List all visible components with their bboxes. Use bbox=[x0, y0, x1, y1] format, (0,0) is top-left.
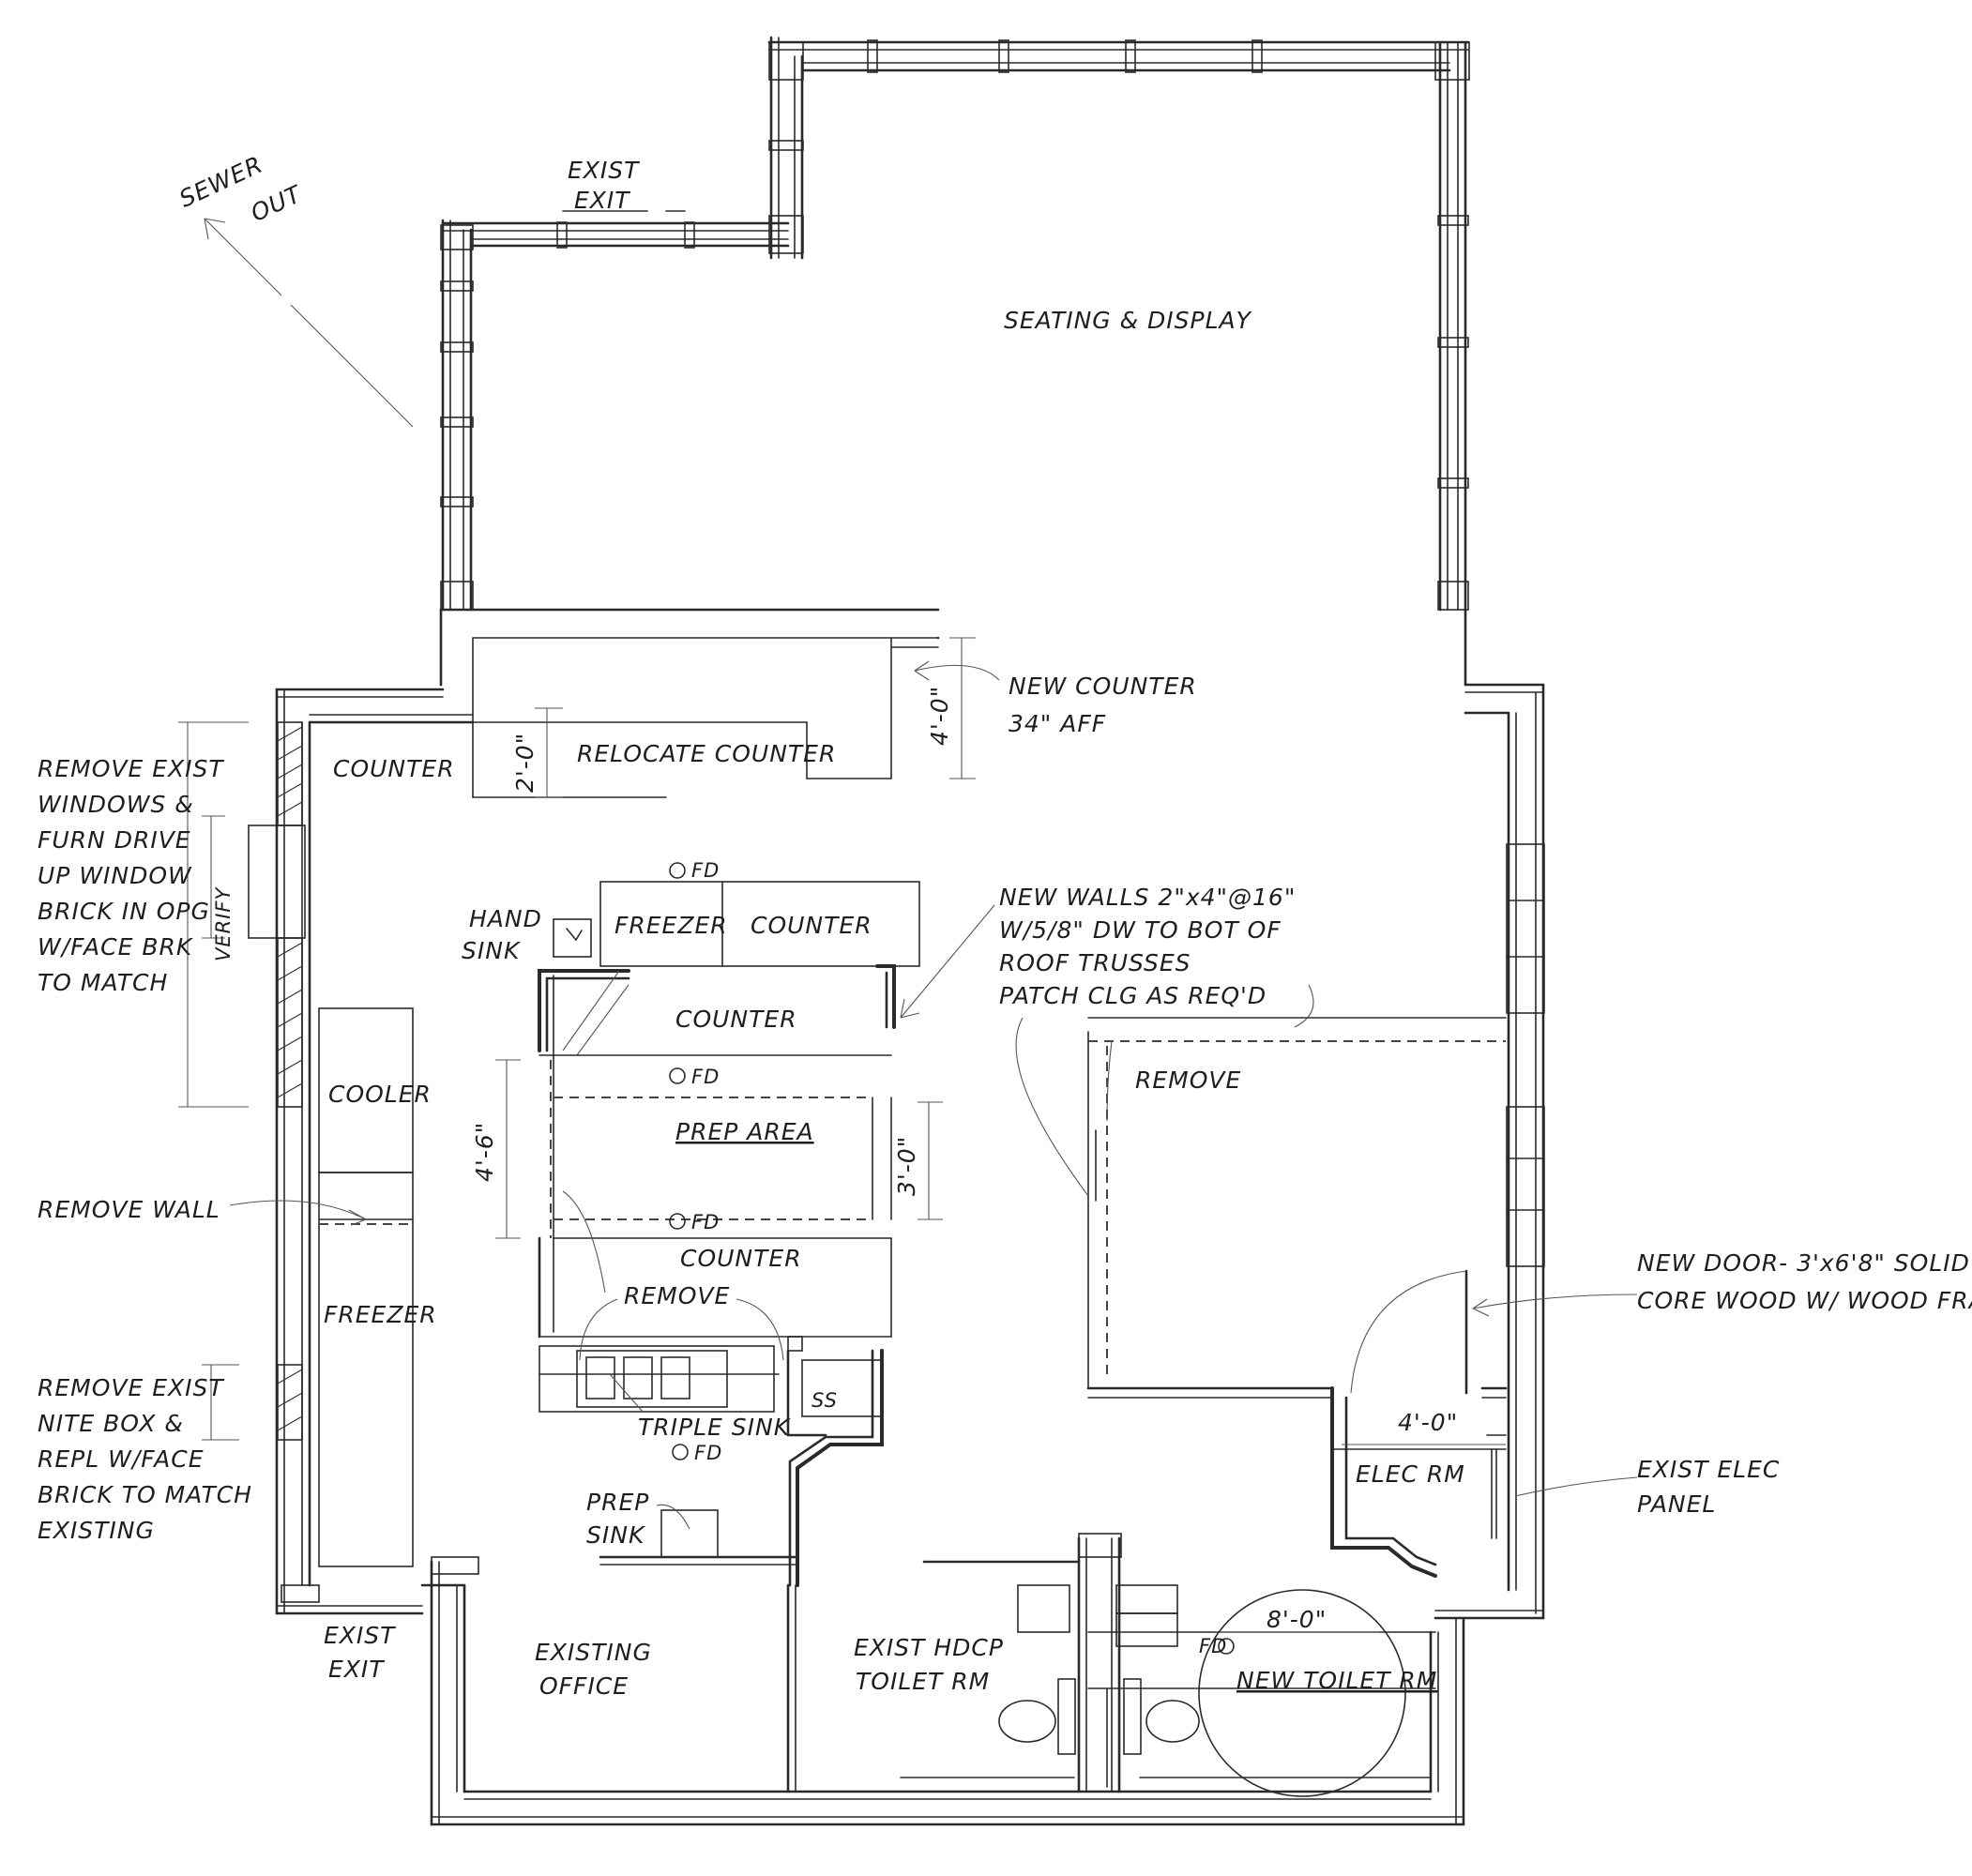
hand-sink-label-2: SINK bbox=[462, 937, 522, 964]
leader-arrows bbox=[204, 218, 1638, 1530]
counter-left-label: COUNTER bbox=[333, 755, 455, 782]
seating-counter-line bbox=[439, 608, 940, 723]
verify-label: VERIFY bbox=[212, 886, 235, 961]
triple-sink-label: TRIPLE SINK bbox=[638, 1414, 792, 1441]
seating-display-label: SEATING & DISPLAY bbox=[1004, 307, 1252, 334]
remove-nite-box-line-5: EXISTING bbox=[38, 1517, 155, 1544]
labels: SEWER OUT EXIST EXIT SEATING & DISPLAY N… bbox=[38, 151, 1972, 1700]
new-toilet-rm-label: NEW TOILET RM bbox=[1236, 1667, 1437, 1694]
floor-drain-icon bbox=[669, 1213, 686, 1230]
sewer-out-label: OUT bbox=[247, 180, 307, 227]
remove-center-label: REMOVE bbox=[624, 1282, 730, 1309]
counter-prep-bottom-label: COUNTER bbox=[680, 1245, 802, 1272]
dim-2-0: 2'-0" bbox=[511, 733, 539, 793]
dim-4-6: 4'-6" bbox=[471, 1122, 498, 1182]
new-counter-height-label: 34" AFF bbox=[1009, 710, 1106, 737]
new-walls-line-3: ROOF TRUSSES bbox=[999, 949, 1191, 976]
hdcp-toilet-label-2: TOILET RM bbox=[856, 1668, 990, 1695]
new-door-line-2: CORE WOOD W/ WOOD FRAME bbox=[1637, 1287, 1972, 1314]
remove-windows-line-1: REMOVE EXIST bbox=[38, 755, 224, 782]
remove-windows-line-5: BRICK IN OPG bbox=[38, 898, 210, 925]
counter-prep-top-label: COUNTER bbox=[675, 1006, 797, 1033]
prep-sink-label: PREP bbox=[586, 1489, 649, 1516]
fd-label: FD bbox=[1199, 1635, 1227, 1657]
dimension-lines bbox=[178, 637, 1506, 1633]
hand-sink-label: HAND bbox=[469, 905, 542, 932]
remove-windows-line-3: FURN DRIVE bbox=[38, 826, 191, 854]
remove-windows-line-6: W/FACE BRK bbox=[38, 933, 194, 961]
new-walls-line-4: PATCH CLG AS REQ'D bbox=[999, 982, 1267, 1009]
remove-windows-line-2: WINDOWS & bbox=[38, 791, 194, 818]
dim-4-0-elec: 4'-0" bbox=[1398, 1409, 1458, 1436]
new-door-line-1: NEW DOOR- 3'x6'8" SOLID bbox=[1637, 1249, 1970, 1277]
toilet-rooms bbox=[786, 1533, 1436, 1797]
remove-windows-line-4: UP WINDOW bbox=[38, 862, 192, 889]
exist-exit-bottom-label-2: EXIT bbox=[328, 1656, 385, 1683]
dim-4-0-counter: 4'-0" bbox=[926, 686, 953, 746]
floor-drain-icon bbox=[1218, 1638, 1235, 1655]
new-counter-label: NEW COUNTER bbox=[1009, 673, 1197, 700]
kitchen-counters bbox=[281, 637, 939, 1603]
remove-right-label: REMOVE bbox=[1135, 1067, 1241, 1094]
prep-area bbox=[538, 881, 920, 1587]
existing-office-label: EXISTING bbox=[535, 1639, 652, 1666]
new-walls-line-1: NEW WALLS 2"x4"@16" bbox=[999, 884, 1296, 911]
floor-drain-icon bbox=[669, 862, 686, 879]
exist-exit-top-label-2: EXIT bbox=[574, 187, 630, 214]
prep-area-label: PREP AREA bbox=[675, 1118, 814, 1145]
prep-sink-label-2: SINK bbox=[586, 1521, 646, 1549]
remove-nite-box-line-3: REPL W/FACE bbox=[38, 1445, 205, 1473]
floor-drain-icons bbox=[669, 862, 1235, 1655]
ss-label: SS bbox=[812, 1389, 838, 1412]
existing-office-label-2: OFFICE bbox=[539, 1672, 629, 1700]
fd-label: FD bbox=[691, 859, 720, 882]
freezer-left-label: FREEZER bbox=[324, 1301, 437, 1328]
brick-in-window-hatch bbox=[248, 721, 306, 1441]
exist-elec-panel-label: PANEL bbox=[1637, 1490, 1716, 1518]
exist-exit-top-label: EXIST bbox=[568, 157, 640, 184]
remove-windows-line-7: TO MATCH bbox=[38, 969, 168, 996]
floor-drain-icon bbox=[672, 1444, 689, 1460]
elec-rm-label: ELEC RM bbox=[1356, 1460, 1465, 1488]
dim-3-0: 3'-0" bbox=[893, 1136, 920, 1196]
seating-wing-walls bbox=[440, 36, 1470, 687]
new-walls-line-2: W/5/8" DW TO BOT OF bbox=[999, 916, 1282, 944]
floor-drain-icon bbox=[669, 1067, 686, 1084]
relocate-counter-label: RELOCATE COUNTER bbox=[577, 740, 836, 767]
counter-top-label: COUNTER bbox=[751, 912, 872, 939]
remove-wall-label: REMOVE WALL bbox=[38, 1196, 220, 1223]
fd-label: FD bbox=[691, 1066, 720, 1088]
exist-elec-label: EXIST ELEC bbox=[1637, 1456, 1780, 1483]
remove-nite-box-line-2: NITE BOX & bbox=[38, 1410, 184, 1437]
cooler-label: COOLER bbox=[328, 1081, 432, 1108]
dim-8-0: 8'-0" bbox=[1267, 1606, 1327, 1633]
freezer-top-label: FREEZER bbox=[614, 912, 728, 939]
hdcp-toilet-label: EXIST HDCP bbox=[854, 1634, 1004, 1661]
remove-nite-box-line-1: REMOVE EXIST bbox=[38, 1374, 224, 1401]
fd-label: FD bbox=[691, 1211, 720, 1233]
exist-exit-bottom-label: EXIST bbox=[324, 1622, 396, 1649]
right-room bbox=[1086, 1017, 1508, 1578]
remove-nite-box-line-4: BRICK TO MATCH bbox=[38, 1481, 252, 1508]
fd-label: FD bbox=[694, 1442, 722, 1464]
